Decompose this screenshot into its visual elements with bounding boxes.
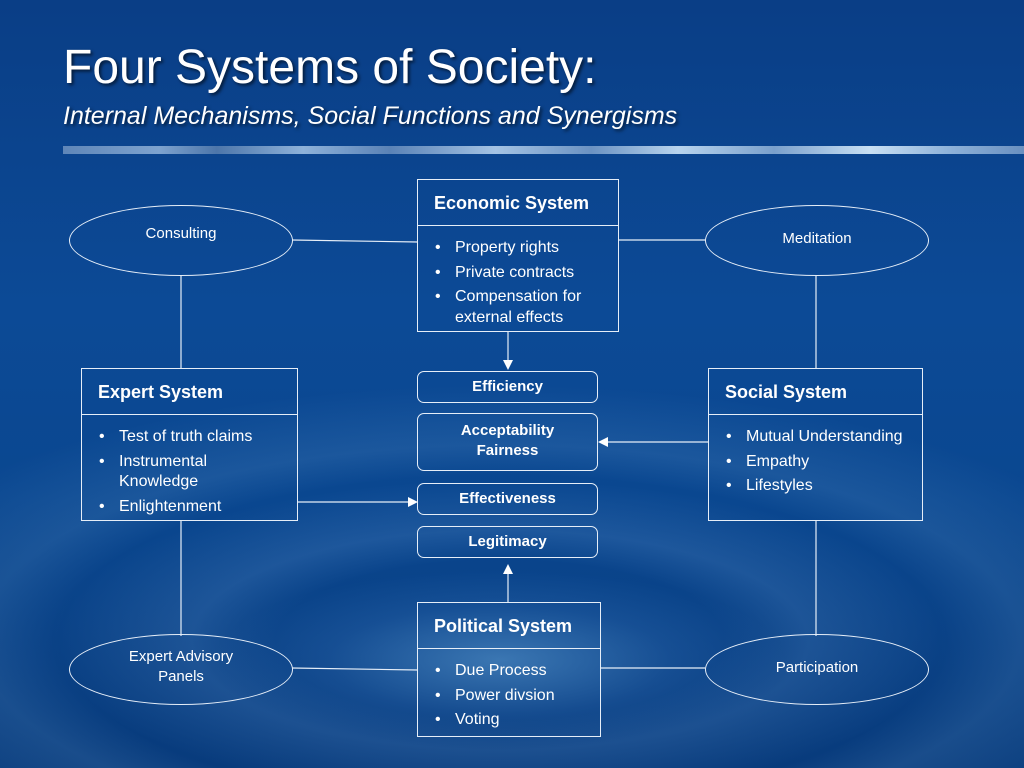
political-system-heading: Political System — [418, 603, 600, 649]
economic-system-box: Economic System Property rights Private … — [417, 179, 619, 332]
expert-advisory-panels-ellipse: Expert Advisory Panels — [69, 634, 293, 705]
political-system-box: Political System Due Process Power divsi… — [417, 602, 601, 737]
list-item: Empathy — [725, 452, 922, 473]
consulting-label: Consulting — [145, 225, 217, 242]
list-item: Property rights — [434, 238, 618, 259]
list-item: Compensation for external effects — [434, 287, 618, 328]
expert-system-list: Test of truth claims Instrumental Knowle… — [82, 415, 297, 517]
expert-system-box: Expert System Test of truth claims Instr… — [81, 368, 298, 521]
social-system-heading: Social System — [709, 369, 922, 415]
meditation-ellipse: Meditation — [705, 205, 929, 276]
legitimacy-label: Legitimacy — [468, 533, 547, 550]
efficiency-box: Efficiency — [417, 371, 598, 403]
list-item: Test of truth claims — [98, 427, 297, 448]
expert-system-heading: Expert System — [82, 369, 297, 415]
list-item: Instrumental Knowledge — [98, 452, 297, 493]
economic-system-heading: Economic System — [418, 180, 618, 226]
social-system-box: Social System Mutual Understanding Empat… — [708, 368, 923, 521]
acceptability-fairness-box: Acceptability Fairness — [417, 413, 598, 471]
participation-ellipse: Participation — [705, 634, 929, 705]
title-divider-bar — [63, 146, 1024, 154]
efficiency-label: Efficiency — [472, 378, 543, 395]
expert-advisory-label-line2: Panels — [158, 668, 204, 685]
acceptability-label: Acceptability — [460, 422, 555, 439]
list-item: Power divsion — [434, 686, 600, 707]
fairness-label: Fairness — [476, 442, 539, 459]
list-item: Enlightenment — [98, 497, 297, 518]
economic-system-list: Property rights Private contracts Compen… — [418, 226, 618, 328]
connector-consulting-economic — [291, 239, 419, 243]
connector-political-advisory — [291, 667, 419, 671]
slide-title: Four Systems of Society: — [63, 41, 597, 94]
slide-subtitle: Internal Mechanisms, Social Functions an… — [63, 102, 678, 130]
effectiveness-box: Effectiveness — [417, 483, 598, 515]
legitimacy-box: Legitimacy — [417, 526, 598, 558]
list-item: Mutual Understanding — [725, 427, 922, 448]
list-item: Voting — [434, 710, 600, 731]
participation-label: Participation — [775, 659, 859, 676]
political-system-list: Due Process Power divsion Voting — [418, 649, 600, 731]
list-item: Due Process — [434, 661, 600, 682]
list-item: Lifestyles — [725, 476, 922, 497]
list-item: Private contracts — [434, 263, 618, 284]
expert-advisory-label-line1: Expert Advisory — [128, 648, 234, 665]
meditation-label: Meditation — [782, 230, 852, 247]
effectiveness-label: Effectiveness — [459, 490, 556, 507]
consulting-ellipse: Consulting — [69, 205, 293, 276]
social-system-list: Mutual Understanding Empathy Lifestyles — [709, 415, 922, 497]
